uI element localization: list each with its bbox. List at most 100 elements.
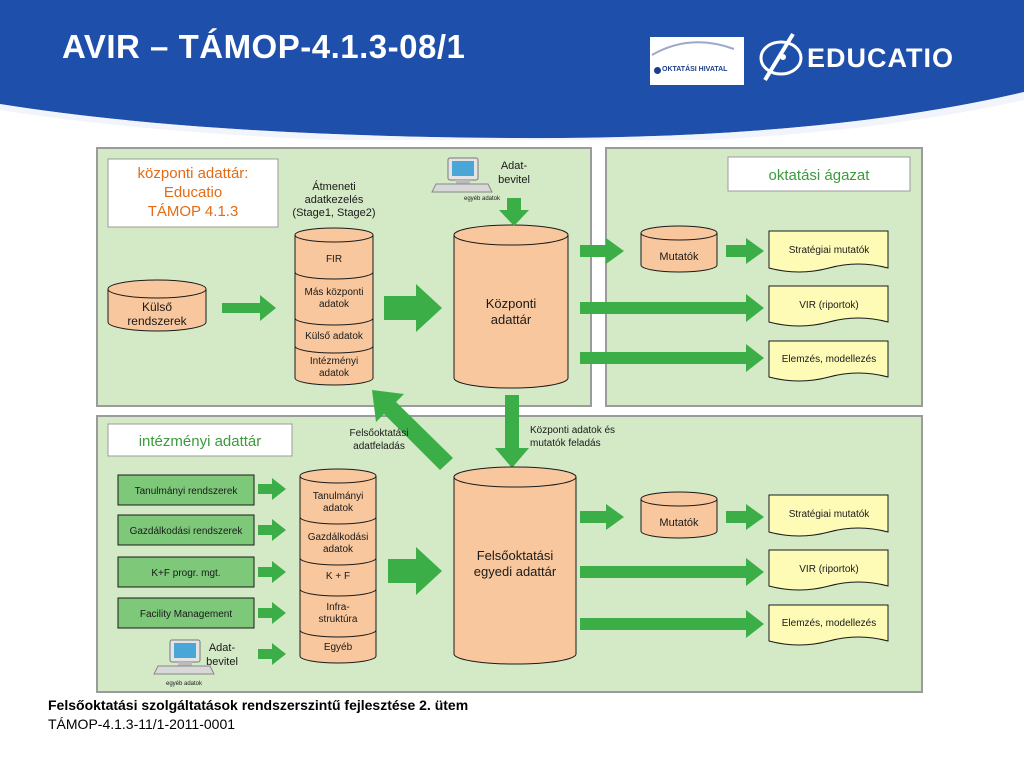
source-box-finance bbox=[117, 514, 255, 546]
arrow-indicators-to-strategy bbox=[726, 238, 764, 264]
indicators-cylinder-top bbox=[640, 225, 718, 273]
inst-store-label-1: Felsőoktatási bbox=[477, 548, 554, 563]
source-study-label: Tanulmányi rendszerek bbox=[135, 486, 239, 497]
avir-architecture-diagram: központi adattár: Educatio TÁMOP 4.1.3 o… bbox=[96, 147, 923, 693]
staging-layer-other-central-1: Más központi bbox=[305, 287, 364, 298]
external-systems-cylinder bbox=[107, 279, 207, 332]
doc-vir-top bbox=[768, 285, 889, 327]
arrow-central-to-vir bbox=[580, 294, 764, 322]
footer-project-code: TÁMOP-4.1.3-11/1-2011-0001 bbox=[48, 716, 236, 732]
output-analysis-top: Elemzés, modellezés bbox=[782, 354, 876, 365]
central-feed-label-2: mutatók feladás bbox=[530, 438, 601, 449]
banner-background bbox=[0, 0, 1024, 140]
central-label-line-2: Educatio bbox=[164, 184, 222, 201]
data-input-top-1: Adat- bbox=[501, 160, 528, 172]
arrow-finance-to-store bbox=[258, 519, 286, 541]
external-systems-label-1: Külső bbox=[142, 300, 172, 314]
inst-layer-study-1: Tanulmányi bbox=[313, 491, 364, 502]
arrow-staging-to-central bbox=[384, 284, 442, 332]
data-input-bottom-1: Adat- bbox=[209, 642, 236, 654]
external-systems-label-2: rendszerek bbox=[127, 314, 187, 328]
sector-label-box bbox=[727, 156, 911, 192]
inst-store-label-2: egyedi adattár bbox=[474, 564, 557, 579]
arrow-central-to-indicators bbox=[580, 238, 624, 264]
staging-layer-fir: FIR bbox=[326, 254, 342, 265]
doc-vir-bottom bbox=[768, 549, 889, 591]
institutional-cylinder bbox=[299, 468, 377, 664]
page-title: AVIR – TÁMOP-4.1.3-08/1 bbox=[62, 28, 466, 65]
computer-icon bbox=[431, 157, 493, 193]
indicators-label-top: Mutatók bbox=[659, 251, 699, 263]
data-input-bottom-2: bevitel bbox=[206, 656, 238, 668]
header-banner: AVIR – TÁMOP-4.1.3-08/1 OKTATÁSI HIVATAL… bbox=[0, 0, 1024, 140]
staging-title-2: adatkezelés bbox=[305, 194, 364, 206]
output-vir-bottom: VIR (riportok) bbox=[799, 564, 858, 575]
institutional-label-box bbox=[107, 423, 293, 457]
central-label-line-1: központi adattár: bbox=[138, 165, 249, 182]
indicators-cylinder-bottom bbox=[640, 491, 718, 539]
arrow-input-bottom-to-store bbox=[258, 643, 286, 665]
staging-title-1: Átmeneti bbox=[312, 180, 355, 193]
computer-caption-top: egyéb adatok bbox=[464, 196, 501, 202]
data-input-top-2: bevitel bbox=[498, 174, 530, 186]
arrow-facility-to-store bbox=[258, 602, 286, 624]
arrow-input-to-central bbox=[499, 198, 529, 226]
source-box-rnd bbox=[117, 556, 255, 588]
indicators-label-bottom: Mutatók bbox=[659, 517, 699, 529]
inst-layer-finance-2: adatok bbox=[323, 544, 354, 555]
upload-label-1: Felsőoktatási bbox=[350, 428, 409, 439]
inst-layer-finance-1: Gazdálkodási bbox=[308, 532, 369, 543]
arrow-study-to-store bbox=[258, 478, 286, 500]
logo-arc-icon bbox=[651, 41, 735, 56]
inst-layer-study-2: adatok bbox=[323, 503, 354, 514]
doc-strategy-bottom bbox=[768, 494, 889, 537]
output-analysis-bottom: Elemzés, modellezés bbox=[782, 618, 876, 629]
staging-title-3: (Stage1, Stage2) bbox=[292, 207, 375, 219]
source-finance-label: Gazdálkodási rendszerek bbox=[130, 526, 244, 537]
source-box-study bbox=[117, 474, 255, 506]
arrow-central-to-analysis bbox=[580, 344, 764, 372]
sector-label: oktatási ágazat bbox=[769, 167, 871, 184]
output-strategy-bottom: Stratégiai mutatók bbox=[789, 509, 871, 520]
institutional-store-cylinder bbox=[453, 466, 577, 665]
oktatasi-hivatal-logo: OKTATÁSI HIVATAL bbox=[650, 37, 744, 85]
source-box-facility bbox=[117, 597, 255, 629]
central-feed-label-1: Központi adatok és bbox=[530, 425, 615, 436]
arrow-institution-upload bbox=[372, 390, 453, 470]
arrow-indicators-bottom-to-strategy bbox=[726, 504, 764, 530]
doc-analysis-bottom bbox=[768, 604, 889, 646]
upload-label-2: adatfeladás bbox=[353, 441, 405, 452]
staging-cylinder bbox=[294, 227, 374, 386]
arrow-external-to-staging bbox=[222, 295, 276, 321]
central-label-box bbox=[107, 158, 279, 228]
logo-oh-text: OKTATÁSI HIVATAL bbox=[662, 66, 728, 73]
doc-strategy-top bbox=[768, 230, 889, 273]
staging-layer-external: Külső adatok bbox=[305, 331, 364, 342]
arrow-inst-store-to-vir bbox=[580, 558, 764, 586]
inst-layer-rnd: K + F bbox=[326, 571, 350, 582]
computer-icon-bottom bbox=[153, 639, 215, 675]
arrow-inst-store-to-analysis bbox=[580, 610, 764, 638]
central-store-label-1: Központi bbox=[486, 296, 537, 311]
inst-layer-infra-2: struktúra bbox=[319, 614, 358, 625]
staging-layer-other-central-2: adatok bbox=[319, 299, 350, 310]
inst-layer-other: Egyéb bbox=[324, 642, 353, 653]
source-rnd-label: K+F progr. mgt. bbox=[151, 568, 220, 579]
arrow-inst-to-store bbox=[388, 547, 442, 595]
computer-caption-bottom: egyéb adatok bbox=[166, 681, 203, 687]
staging-layer-institutional-1: Intézményi bbox=[310, 356, 358, 367]
doc-analysis-top bbox=[768, 340, 889, 382]
output-strategy-top: Stratégiai mutatók bbox=[789, 245, 871, 256]
arrow-rnd-to-store bbox=[258, 561, 286, 583]
arrow-inst-store-to-indicators bbox=[580, 504, 624, 530]
educatio-logo: EDUCATIO bbox=[755, 30, 970, 86]
inst-layer-infra-1: Infra- bbox=[326, 602, 349, 613]
source-facility-label: Facility Management bbox=[140, 609, 232, 620]
logo-educatio-text: EDUCATIO bbox=[807, 43, 954, 73]
educatio-emblem-icon bbox=[759, 32, 803, 82]
central-store-label-2: adattár bbox=[491, 312, 532, 327]
logo-dot-icon bbox=[654, 67, 661, 74]
institutional-label: intézményi adattár bbox=[139, 433, 262, 450]
arrow-central-feed-down bbox=[495, 395, 529, 468]
footer-project-title: Felsőoktatási szolgáltatások rendszerszi… bbox=[48, 697, 469, 713]
